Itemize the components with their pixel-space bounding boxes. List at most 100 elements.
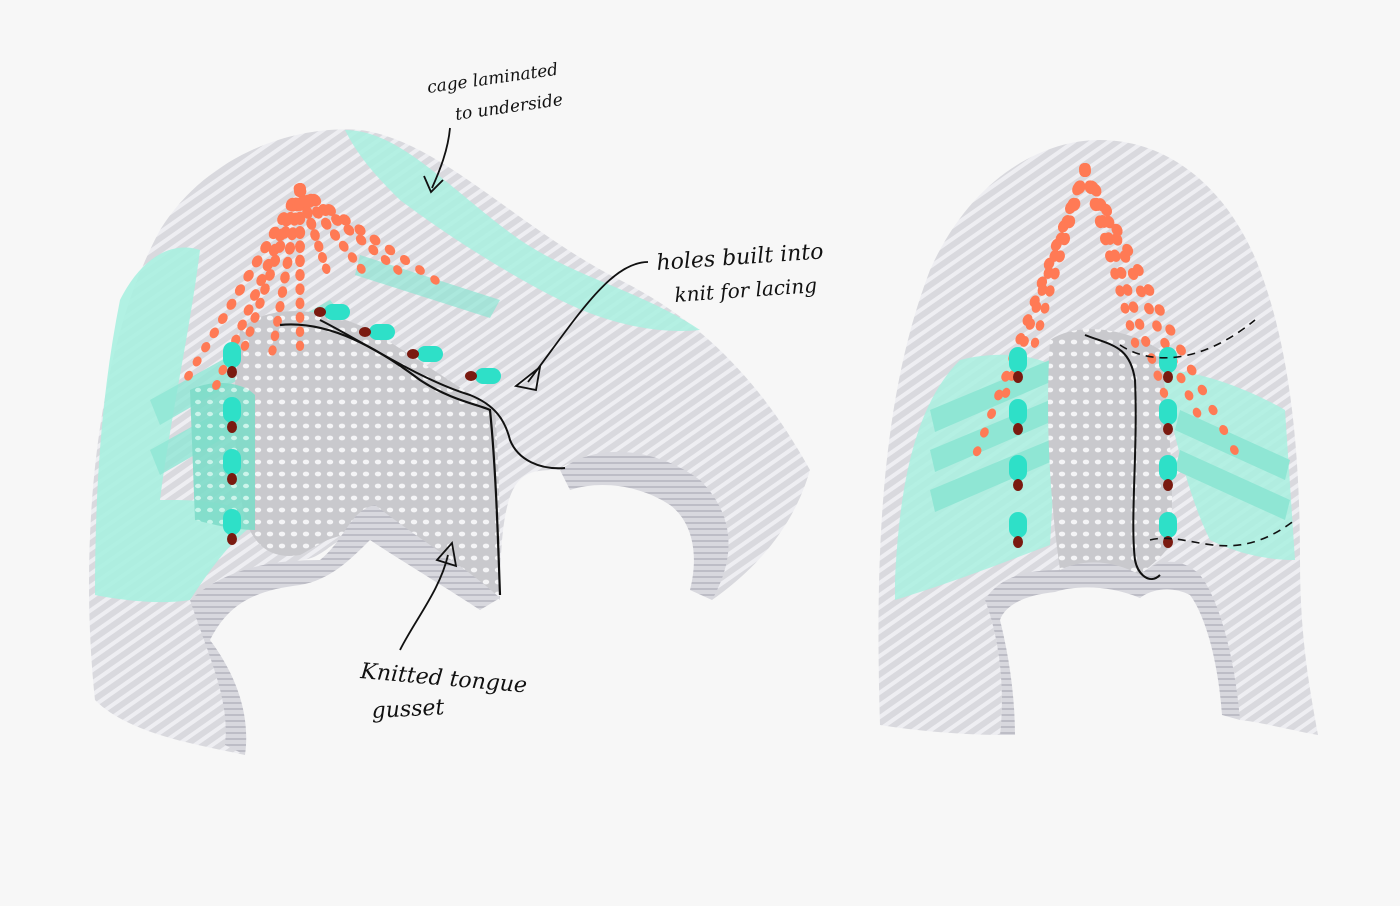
right-cage-stripe <box>1175 450 1290 520</box>
hole-mark <box>1104 232 1115 245</box>
hole-mark <box>270 330 280 342</box>
hole-mark <box>393 265 403 275</box>
hole-mark <box>380 254 391 266</box>
hole-mark <box>1037 284 1048 296</box>
hole-mark <box>260 283 270 295</box>
hole-mark <box>415 265 425 275</box>
hole-mark <box>1111 223 1123 237</box>
hole-mark <box>280 271 290 284</box>
eyelet <box>1009 399 1027 425</box>
hole-mark <box>987 408 997 419</box>
eyelet <box>1159 347 1177 373</box>
hole-mark <box>1122 243 1134 257</box>
hole-mark <box>329 229 341 241</box>
hole-mark <box>1001 387 1011 398</box>
hole-mark <box>399 254 411 266</box>
left-eyelets <box>223 304 501 545</box>
hole-mark <box>243 304 254 316</box>
hole-mark <box>1152 320 1162 332</box>
eyelet-end <box>1163 423 1173 435</box>
hole-mark <box>1120 302 1130 314</box>
hole-mark <box>1186 364 1197 376</box>
hole-mark <box>1165 324 1176 336</box>
hole-mark <box>308 193 322 207</box>
hole-mark <box>234 284 246 296</box>
hole-mark <box>256 274 267 286</box>
eyelet <box>1009 455 1027 481</box>
hole-mark <box>384 244 396 256</box>
eyelet <box>223 449 241 475</box>
hole-mark <box>1159 387 1169 398</box>
hole-mark <box>1074 180 1086 195</box>
hole-mark <box>994 389 1004 401</box>
hole-mark <box>1134 318 1145 330</box>
hole-mark <box>1040 302 1050 314</box>
eyelet <box>223 397 241 423</box>
eyelet-end <box>227 473 237 485</box>
eyelet <box>1159 512 1177 538</box>
hole-mark <box>324 204 336 216</box>
hole-mark <box>245 326 255 337</box>
hole-mark <box>295 326 305 337</box>
hole-mark <box>240 340 250 351</box>
hole-mark <box>343 224 355 236</box>
left-mesh-center <box>234 311 501 598</box>
eyelet-end <box>465 371 477 381</box>
hole-mark <box>310 229 320 241</box>
eyelet-end <box>407 349 419 359</box>
hole-mark <box>356 263 366 274</box>
hole-mark <box>1030 337 1040 348</box>
hole-mark <box>275 301 285 313</box>
annotation-tongue-line2: gusset <box>371 695 445 724</box>
left-cage-band-top <box>345 130 700 331</box>
annotation-tongue: Knitted tongue gusset <box>358 540 528 724</box>
hole-mark <box>1130 337 1140 348</box>
hole-mark <box>331 214 343 226</box>
eyelet-end <box>1013 536 1023 548</box>
hole-mark <box>282 256 293 270</box>
hole-mark <box>251 255 263 268</box>
hole-mark <box>269 254 281 267</box>
left-cage-stripe <box>355 255 500 318</box>
hole-mark <box>1219 424 1229 436</box>
eyelet-end <box>1163 371 1173 383</box>
hole-mark <box>1154 304 1165 316</box>
hole-mark <box>184 370 193 381</box>
right-tongue-outline <box>1084 334 1161 580</box>
hole-mark <box>1132 263 1144 277</box>
eyelet-end <box>1163 479 1173 491</box>
hole-mark <box>293 183 307 197</box>
left-tongue-edge <box>319 319 566 470</box>
annotation-holes-arrow <box>527 261 649 383</box>
hole-mark <box>1125 320 1135 331</box>
hole-mark <box>268 345 277 356</box>
upper-pattern-right <box>878 140 1318 735</box>
eyelet <box>369 324 395 340</box>
hole-mark <box>302 206 313 219</box>
hole-mark <box>1089 183 1102 197</box>
annotation-tongue-arrow <box>399 554 449 651</box>
hole-mark <box>338 240 349 252</box>
hole-mark <box>284 242 296 255</box>
annotation-holes-line2: knit for lacing <box>674 273 818 307</box>
eyelet <box>324 304 350 320</box>
eyelet-end <box>227 366 237 378</box>
hole-mark <box>306 217 317 230</box>
hole-mark <box>1045 285 1055 297</box>
hole-mark <box>250 289 260 301</box>
hole-mark <box>1128 301 1139 313</box>
hole-mark <box>1141 335 1151 347</box>
hole-mark <box>217 313 228 325</box>
hole-mark <box>295 340 305 352</box>
hole-mark <box>1001 370 1011 382</box>
hole-mark <box>1069 197 1081 212</box>
hole-mark <box>1143 284 1155 296</box>
eyelet <box>1159 455 1177 481</box>
eyelet <box>1159 399 1177 425</box>
left-collar <box>190 505 500 755</box>
hole-mark <box>226 298 237 310</box>
hole-mark <box>1176 372 1186 384</box>
eyelet-end <box>227 533 237 545</box>
hole-mark <box>354 224 366 236</box>
